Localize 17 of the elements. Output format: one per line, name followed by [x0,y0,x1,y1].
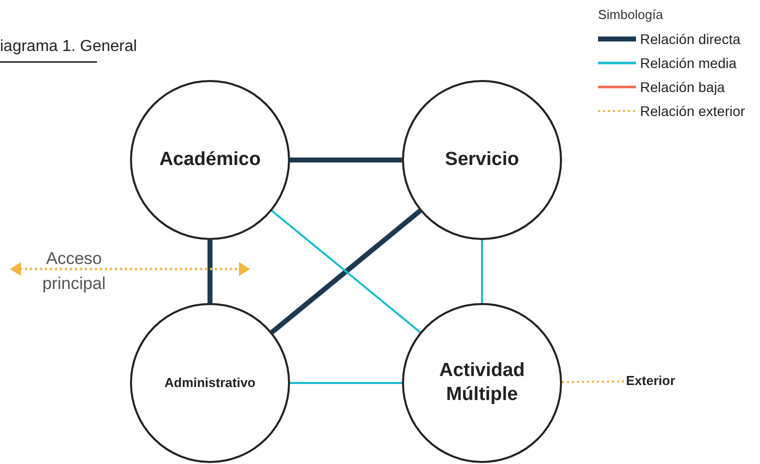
legend-label: Relación baja [640,78,725,97]
diagram-title: iagrama 1. General [0,37,137,57]
connector-line [290,158,402,162]
node-label: Administrativo [164,374,256,392]
node-label: Actividad Múltiple [438,359,526,407]
node-label: Académico [159,148,261,172]
connector-line [290,382,402,384]
node-label: Servicio [445,148,519,172]
connector-line [562,380,626,384]
access-label: Acceso principal [41,248,107,295]
legend-label: Relación media [640,54,736,73]
connector-line [481,240,483,303]
legend-title: Simbología [598,6,664,24]
legend-label: Relación exterior [640,102,746,121]
node-label: Exterior [626,371,692,391]
connector-line [208,240,212,303]
legend-label: Relación directa [640,30,740,49]
